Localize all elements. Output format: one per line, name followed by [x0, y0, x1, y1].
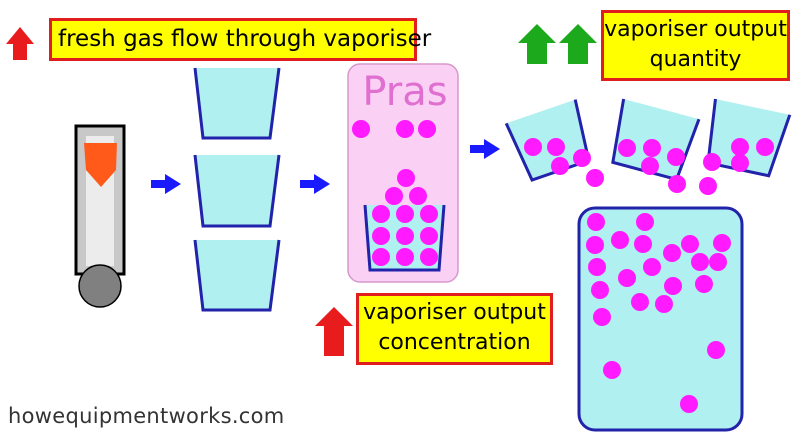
molecule	[709, 253, 727, 271]
molecule	[611, 231, 629, 249]
molecule	[695, 275, 713, 293]
molecule	[668, 175, 686, 193]
molecule	[593, 308, 611, 326]
chamber-label: Pras	[362, 69, 448, 115]
molecule	[703, 153, 721, 171]
molecule	[643, 258, 661, 276]
molecule	[636, 213, 654, 231]
molecule	[667, 148, 685, 166]
output-quantity-up-arrow-right	[559, 24, 597, 64]
molecule	[420, 205, 438, 223]
molecule	[547, 138, 565, 156]
cup-1	[193, 67, 281, 140]
molecule	[591, 281, 609, 299]
molecule	[409, 187, 427, 205]
molecule	[418, 120, 436, 138]
molecule	[573, 149, 591, 167]
molecule	[641, 157, 659, 175]
vapour-molecules	[352, 120, 774, 413]
molecule	[731, 138, 749, 156]
molecule	[586, 169, 604, 187]
output-quantity-up-arrow-left	[518, 24, 556, 64]
molecule	[618, 269, 636, 287]
molecule	[396, 227, 414, 245]
cup-3	[193, 239, 281, 312]
fresh-gas-flow-label: fresh gas flow through vaporiser	[49, 18, 431, 61]
molecule	[396, 248, 414, 266]
molecule	[396, 205, 414, 223]
molecule	[420, 248, 438, 266]
molecule	[643, 139, 661, 157]
molecule	[524, 138, 542, 156]
molecule	[756, 138, 774, 156]
molecule	[397, 169, 415, 187]
molecule	[731, 154, 749, 172]
molecule	[603, 361, 621, 379]
molecule	[681, 235, 699, 253]
molecule	[372, 227, 390, 245]
molecule	[664, 277, 682, 295]
molecule	[634, 235, 652, 253]
molecule	[372, 248, 390, 266]
molecule	[420, 227, 438, 245]
credit-text: howequipmentworks.com	[8, 404, 285, 428]
molecule	[385, 187, 403, 205]
flowmeter-ball	[78, 264, 122, 308]
molecule	[352, 120, 370, 138]
output-quantity-label: vaporiser output quantity	[601, 10, 790, 81]
output-concentration-up-arrow	[315, 307, 353, 356]
molecule	[396, 120, 414, 138]
molecule	[586, 236, 604, 254]
molecule	[707, 341, 725, 359]
flow-arrow-2	[300, 174, 330, 194]
output-concentration-label: vaporiser output concentration	[356, 293, 553, 365]
molecule	[588, 258, 606, 276]
cup-2	[193, 154, 281, 228]
molecule	[713, 234, 731, 252]
flow-arrow-3	[470, 139, 500, 159]
flowmeter-bobbin	[84, 143, 117, 187]
molecule	[372, 205, 390, 223]
molecule	[680, 395, 698, 413]
molecule	[587, 213, 605, 231]
fresh-gas-flow-up-arrow	[6, 27, 34, 60]
molecule	[618, 139, 636, 157]
molecule	[655, 295, 673, 313]
molecule	[699, 177, 717, 195]
molecule	[691, 253, 709, 271]
flow-arrow-1	[151, 174, 181, 194]
molecule	[631, 293, 649, 311]
molecule	[551, 157, 569, 175]
molecule	[663, 244, 681, 262]
